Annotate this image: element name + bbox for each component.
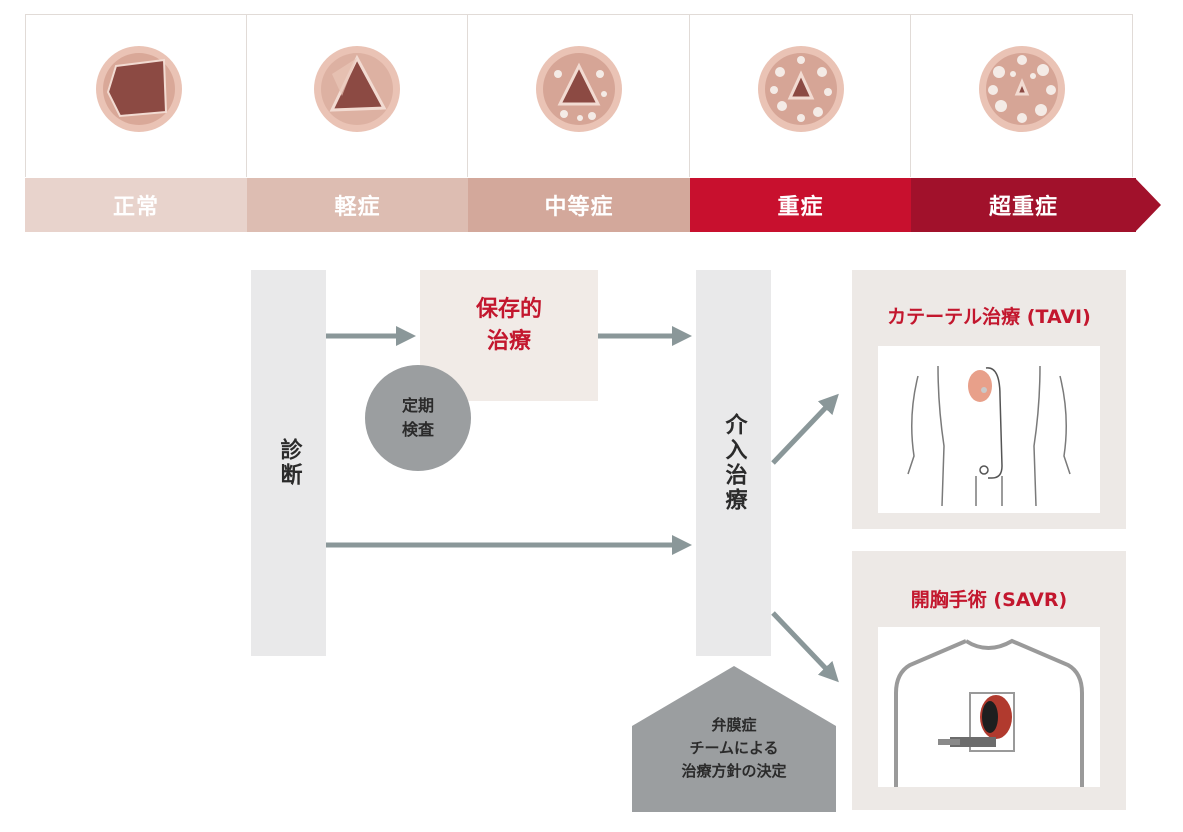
team-decision-label: 弁膜症 チームによる 治療方針の決定 (681, 716, 787, 780)
savr-panel: 開胸手術 (SAVR) (852, 551, 1126, 810)
stage-label: 軽症 (334, 195, 381, 220)
conservative-treatment-label: 保存的 治療 (475, 296, 542, 354)
stage-band-severe: 重症 (690, 178, 911, 232)
cell-divider (910, 14, 911, 177)
stage-label: 中等症 (544, 195, 614, 220)
diagnosis-label: 診断 (276, 438, 302, 488)
team-decision-shape (632, 666, 836, 812)
tavi-illustration (878, 346, 1100, 513)
valve-normal-image (96, 46, 182, 132)
stage-band-very-severe: 超重症 (911, 178, 1136, 232)
valve-mild-image (314, 46, 400, 132)
stage-label: 超重症 (988, 195, 1058, 220)
stage-label: 重症 (777, 195, 824, 220)
conservative-treatment-box: 保存的 治療 (420, 270, 598, 401)
valve-very-severe-image (979, 46, 1065, 132)
stage-label: 正常 (112, 195, 159, 220)
valve-severe-image (758, 46, 844, 132)
checkup-label: 定期 検査 (401, 396, 434, 439)
tavi-panel: カテーテル治療 (TAVI) (852, 270, 1126, 529)
severity-arrowhead (1135, 178, 1161, 232)
cell-divider (467, 14, 468, 177)
stage-band-moderate: 中等症 (468, 178, 690, 232)
stage-band-normal: 正常 (25, 178, 247, 232)
cell-divider (689, 14, 690, 177)
diagnosis-panel: 診断 (251, 270, 326, 656)
cell-divider (246, 14, 247, 177)
savr-illustration (878, 627, 1100, 787)
checkup-circle: 定期 検査 (365, 365, 471, 471)
savr-title: 開胸手術 (SAVR) (910, 589, 1068, 611)
tavi-title: カテーテル治療 (TAVI) (887, 306, 1091, 328)
intervention-panel: 介入治療 (696, 270, 771, 656)
stage-image-row (25, 14, 1133, 177)
valve-moderate-image (536, 46, 622, 132)
arrow-to-tavi (771, 393, 839, 465)
stage-band-mild: 軽症 (247, 178, 468, 232)
intervention-label: 介入治療 (721, 413, 747, 513)
